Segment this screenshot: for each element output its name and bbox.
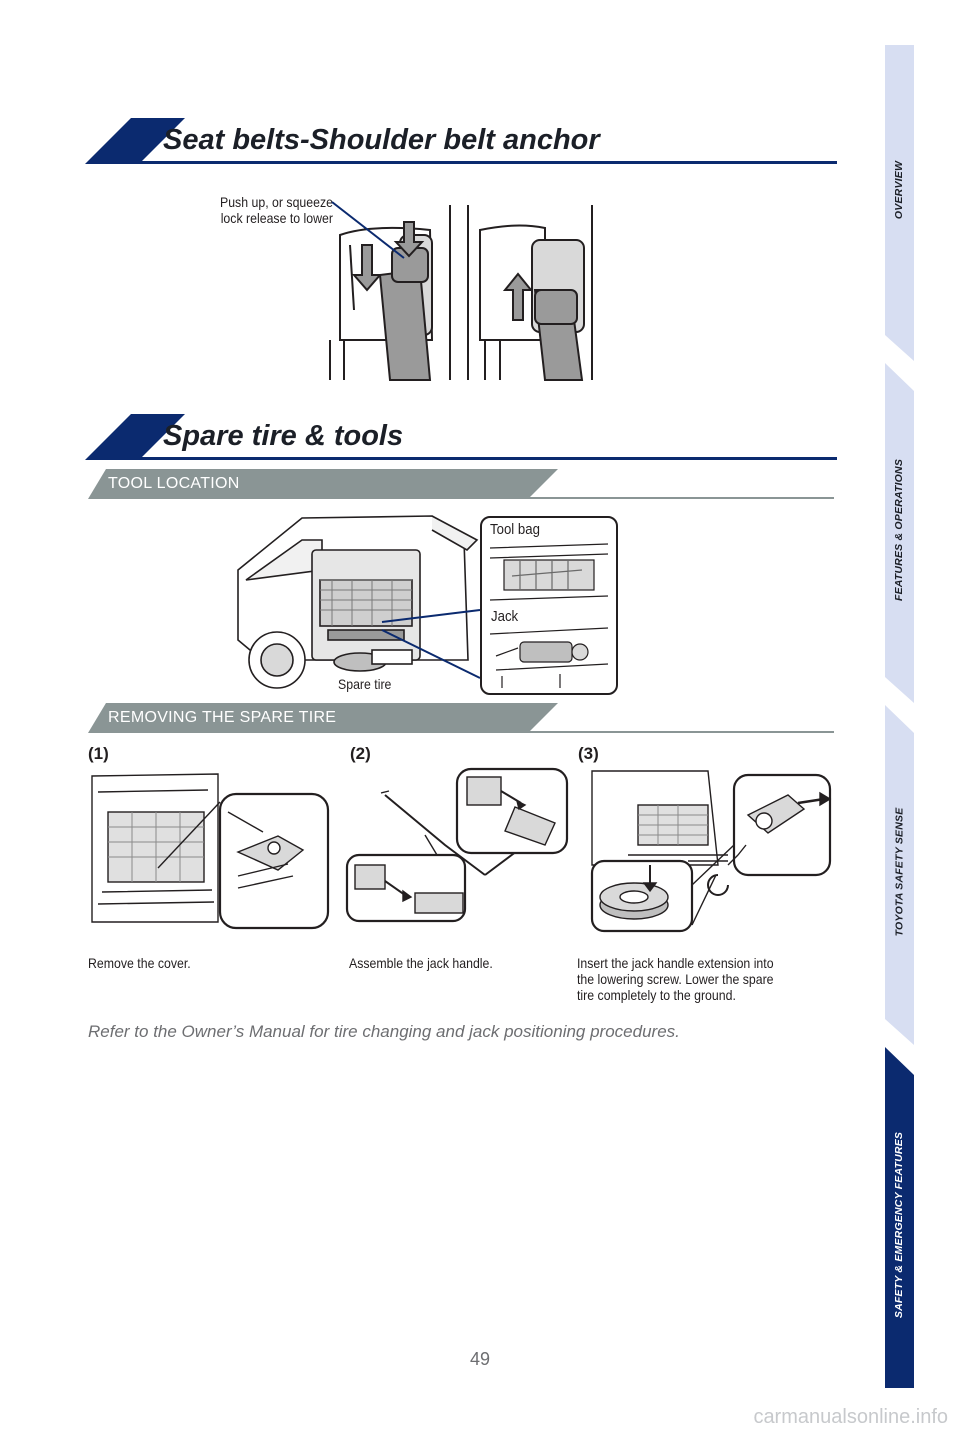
nav-label-overview: OVERVIEW	[893, 160, 906, 220]
nav-label-overview-wrap: OVERVIEW	[885, 45, 914, 335]
step-2-label: (2)	[350, 744, 371, 763]
nav-label-safety-wrap: SAFETY & EMERGENCY FEATURES	[885, 1065, 914, 1385]
vehicle-rear-illustration	[237, 515, 481, 689]
seatbelt-callout-line-1: Push up, or squeeze	[219, 194, 333, 210]
nav-label-tss-wrap: TOYOTA SAFETY SENSE	[885, 717, 914, 1027]
nav-label-toyota-safety-sense: TOYOTA SAFETY SENSE	[893, 807, 906, 937]
step-1-label: (1)	[88, 744, 109, 763]
subheader-removing-spare-text: REMOVING THE SPARE TIRE	[108, 709, 337, 726]
nav-tab-toyota-safety-sense[interactable]	[885, 705, 914, 1045]
watermark-text: carmanualsonline.info	[753, 1406, 948, 1428]
subheader-tool-location-text: TOOL LOCATION	[108, 475, 240, 492]
subheader-removing-spare: REMOVING THE SPARE TIRE	[88, 703, 834, 737]
nav-tab-features-operations[interactable]	[885, 363, 914, 703]
tool-bag-label: Tool bag	[490, 521, 540, 538]
nav-label-features-wrap: FEATURES & OPERATIONS	[885, 375, 914, 685]
step-2-caption: Assemble the jack handle.	[349, 955, 493, 971]
step-3-caption: Insert the jack handle extension into th…	[577, 955, 774, 1003]
seatbelt-anchor-illustration	[329, 205, 593, 381]
jack-label: Jack	[491, 608, 519, 625]
subheader-rule	[518, 731, 834, 733]
step-3-caption-line-3: tire completely to the ground.	[577, 987, 736, 1003]
nav-label-safety-emergency: SAFETY & EMERGENCY FEATURES	[893, 1131, 906, 1319]
nav-tab-overview[interactable]	[885, 45, 914, 361]
step-1-illustration	[91, 773, 330, 930]
section-title-seatbelt: Seat belts-Shoulder belt anchor	[163, 124, 600, 156]
page-number: 49	[469, 1349, 491, 1369]
subheader-band	[88, 703, 558, 733]
nav-tab-safety-emergency[interactable]	[885, 1047, 914, 1388]
subheader-tool-location: TOOL LOCATION	[88, 469, 834, 503]
jack-illustration	[489, 627, 609, 688]
seatbelt-callout-line-2: lock release to lower	[220, 210, 333, 226]
side-nav: OVERVIEW FEATURES & OPERATIONS TOYOTA SA…	[885, 45, 914, 1388]
seatbelt-callout-leader	[331, 201, 405, 259]
tool-inset-box	[480, 516, 618, 695]
owners-manual-note: Refer to the Owner’s Manual for tire cha…	[88, 1022, 680, 1041]
step-2-illustration	[345, 767, 569, 923]
subheader-band	[88, 469, 558, 499]
spare-tire-label: Spare tire	[338, 676, 392, 692]
nav-label-features-operations: FEATURES & OPERATIONS	[893, 458, 906, 602]
step-3-caption-line-2: the lowering screw. Lower the spare	[577, 971, 774, 987]
step-3-label: (3)	[578, 744, 599, 763]
section-header-seatbelt: Seat belts-Shoulder belt anchor	[85, 118, 837, 174]
subheader-rule	[518, 497, 834, 499]
section-title-spare: Spare tire & tools	[163, 420, 404, 452]
section-header-spare: Spare tire & tools	[85, 414, 837, 470]
step-3-caption-line-1: Insert the jack handle extension into	[577, 955, 774, 971]
section-header-rule	[139, 161, 837, 164]
step-1-caption: Remove the cover.	[88, 955, 191, 971]
seatbelt-callout: Push up, or squeeze lock release to lowe…	[157, 194, 333, 226]
step-3-illustration	[590, 770, 832, 933]
section-header-rule	[139, 457, 837, 460]
tool-bag-illustration	[489, 543, 609, 601]
